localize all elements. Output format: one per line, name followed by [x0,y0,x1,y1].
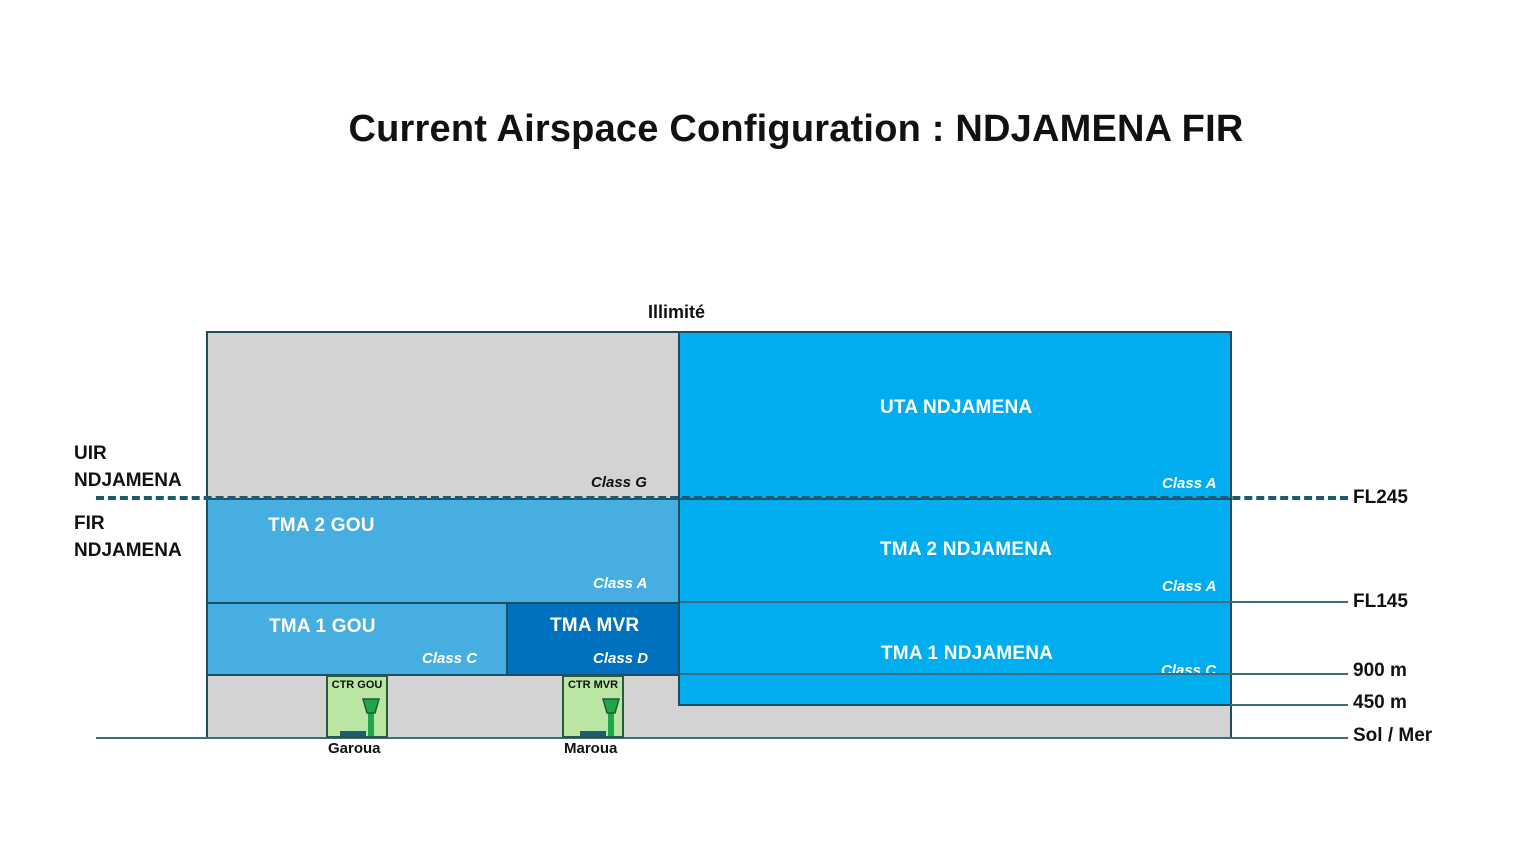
control-tower-icon [340,698,380,736]
ctr-mvr-label: CTR MVR [567,679,619,691]
maroua-label: Maroua [564,740,618,757]
uir-label-line2: NDJAMENA [74,470,182,491]
uta-ndjamena-class: Class A [1162,475,1217,492]
zone-uta-ndjamena [678,331,1232,500]
ctr-mvr: CTR MVR [562,675,624,738]
uir-label: UIR NDJAMENA [74,440,182,494]
fl145-line [680,601,1348,603]
fl245-dashed-line [96,496,1348,500]
ground-label: Sol / Mer [1353,725,1433,746]
control-tower-icon [580,698,620,736]
page-title: Current Airspace Configuration : NDJAMEN… [348,108,1244,150]
class-g-label: Class G [591,474,647,491]
zone-tma-mvr [506,602,680,676]
m900-label: 900 m [1353,660,1407,681]
tma2-ndjamena-class: Class A [1162,578,1217,595]
m900-line [680,673,1348,675]
unlimited-label: Illimité [648,302,706,322]
fir-label-line1: FIR [74,513,105,534]
tma1-gou-class: Class C [422,650,478,667]
m450-line [1230,704,1348,706]
tma-mvr-class: Class D [593,650,649,667]
m450-label: 450 m [1353,692,1407,713]
garoua-label: Garoua [328,740,381,757]
tma2-gou-class: Class A [593,575,648,592]
fl145-label: FL145 [1353,591,1408,612]
fir-label-line2: NDJAMENA [74,540,182,561]
tma1-gou-name: TMA 1 GOU [269,616,376,637]
ground-line [96,737,1348,739]
fl245-label: FL245 [1353,487,1408,508]
ctr-gou-label: CTR GOU [331,679,383,691]
fir-label: FIR NDJAMENA [74,510,182,564]
tma1-ndjamena-name: TMA 1 NDJAMENA [881,643,1054,664]
ctr-gou: CTR GOU [326,675,388,738]
tma2-ndjamena-name: TMA 2 NDJAMENA [880,539,1053,560]
tma2-gou-name: TMA 2 GOU [268,515,375,536]
uta-ndjamena-name: UTA NDJAMENA [880,397,1033,418]
uir-label-line1: UIR [74,443,107,464]
tma-mvr-name: TMA MVR [550,615,640,636]
tma1-ndjamena-class: Class C [1161,662,1217,679]
